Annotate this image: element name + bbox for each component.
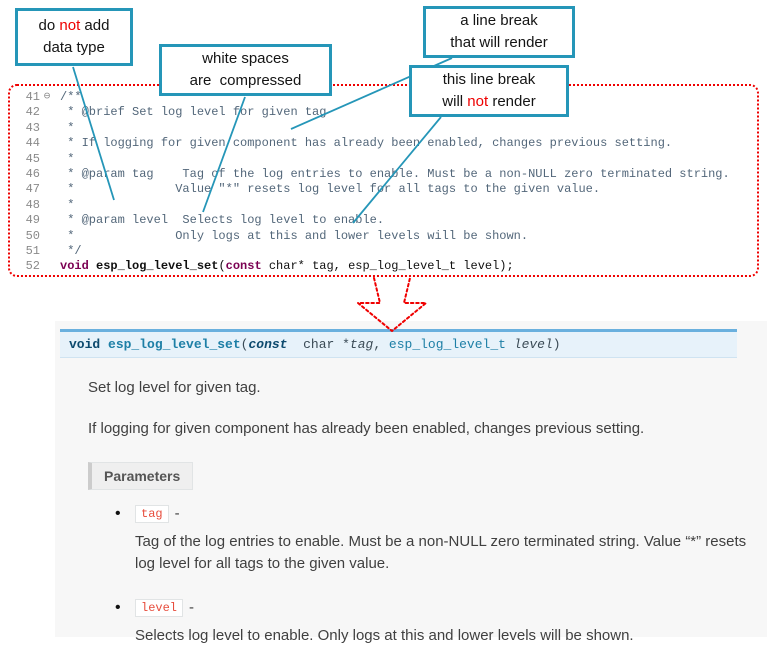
code-line[interactable]: 48 * [16,198,753,213]
code-text: * Only logs at this and lower levels wil… [60,229,528,244]
code-line[interactable]: 49 * @param level Selects log level to e… [16,213,753,228]
signature-token: void [69,337,100,352]
code-line[interactable]: 43 * [16,121,753,136]
code-text: void esp_log_level_set(const char* tag, … [60,259,514,274]
code-line[interactable]: 47 * Value "*" resets log level for all … [16,182,753,197]
fold-toggle-icon [40,136,54,151]
fold-toggle-icon [40,152,54,167]
callout-line-break-not-render: this line break will not render [409,65,569,117]
param-separator: - [175,505,180,522]
callout-text: that will render [426,32,572,54]
line-number: 43 [16,121,40,136]
param-description: Tag of the log entries to enable. Must b… [135,531,757,576]
callout-text: do not add [18,15,130,37]
callout-text: this line break [412,69,566,91]
code-line[interactable]: 50 * Only logs at this and lower levels … [16,229,753,244]
param-separator: - [189,599,194,616]
line-number: 41 [16,90,40,105]
parameters-label: Parameters [88,462,193,490]
code-line[interactable]: 52 void esp_log_level_set(const char* tag… [16,259,753,274]
code-text: * @param level Selects log level to enab… [60,213,384,228]
detail-paragraph: If logging for given component has alrea… [88,418,737,440]
callout-text: will not render [412,91,566,113]
code-lines: 41⊖/**42 * @brief Set log level for give… [16,90,753,275]
line-number: 42 [16,105,40,120]
code-text: * [60,198,74,213]
highlighted-not: not [467,93,488,110]
line-number: 49 [16,213,40,228]
bullet-icon: • [115,506,127,522]
fold-toggle-icon [40,198,54,213]
code-line[interactable]: 44 * If logging for given component has … [16,136,753,151]
signature-token: esp_log_level_set [108,337,241,352]
fold-toggle-icon [40,259,54,274]
highlighted-not: not [59,17,80,34]
signature-token: const [248,337,287,352]
code-text: * @brief Set log level for given tag [60,105,326,120]
line-number: 51 [16,244,40,259]
code-line[interactable]: 41⊖ /** [16,90,753,105]
code-line[interactable]: 46 * @param tag Tag of the log entries t… [16,167,753,182]
params-list: •tag-Tag of the log entries to enable. M… [115,505,767,647]
callout-text: white spaces [162,48,329,70]
param-name-literal: tag [135,505,169,523]
line-number: 52 [16,259,40,274]
signature-token: ) [553,337,561,352]
callout-whitespace-compressed: white spaces are compressed [159,44,332,96]
fold-toggle-icon [40,121,54,136]
callout-text: a line break [426,10,572,32]
code-text: * [60,152,74,167]
line-number: 44 [16,136,40,151]
code-text: * If logging for given component has alr… [60,136,672,151]
signature-bar: void esp_log_level_set(const char *tag, … [60,329,737,358]
line-number: 47 [16,182,40,197]
signature-token: tag [350,337,373,352]
signature-token: char * [287,337,349,352]
callout-line-break-renders: a line break that will render [423,6,575,58]
line-number: 45 [16,152,40,167]
code-editor-snippet[interactable]: 41⊖/**42 * @brief Set log level for give… [8,84,759,277]
brief-paragraph: Set log level for given tag. [88,377,737,399]
param-description: Selects log level to enable. Only logs a… [135,625,757,647]
signature-token [506,337,514,352]
code-text: * @param tag Tag of the log entries to e… [60,167,730,182]
param-name-literal: level [135,599,183,617]
code-line[interactable]: 42 * @brief Set log level for given tag [16,105,753,120]
fold-toggle-icon [40,244,54,259]
rendered-documentation: void esp_log_level_set(const char *tag, … [55,321,767,637]
code-line[interactable]: 45 * [16,152,753,167]
signature-token: level [514,337,553,352]
fold-toggle-icon [40,213,54,228]
code-text: * [60,121,74,136]
code-text: * Value "*" resets log level for all tag… [60,182,600,197]
callout-no-data-type: do not add data type [15,8,133,66]
fold-toggle-icon[interactable]: ⊖ [40,90,54,105]
callout-text: data type [18,37,130,59]
fold-toggle-icon [40,105,54,120]
signature-token [100,337,108,352]
fold-toggle-icon [40,182,54,197]
param-item: • tag- Tag of the log entries to enable. M… [115,505,767,576]
fold-toggle-icon [40,167,54,182]
line-number: 48 [16,198,40,213]
line-number: 46 [16,167,40,182]
fold-toggle-icon [40,229,54,244]
bullet-icon: • [115,600,127,616]
param-item: • level- Selects log level to enable. Only… [115,599,767,647]
signature-token: esp_log_level_t [389,337,506,352]
signature-token: , [373,337,389,352]
code-text: /** [60,90,82,105]
code-text: */ [60,244,82,259]
callout-text: are compressed [162,70,329,92]
code-line[interactable]: 51 */ [16,244,753,259]
line-number: 50 [16,229,40,244]
